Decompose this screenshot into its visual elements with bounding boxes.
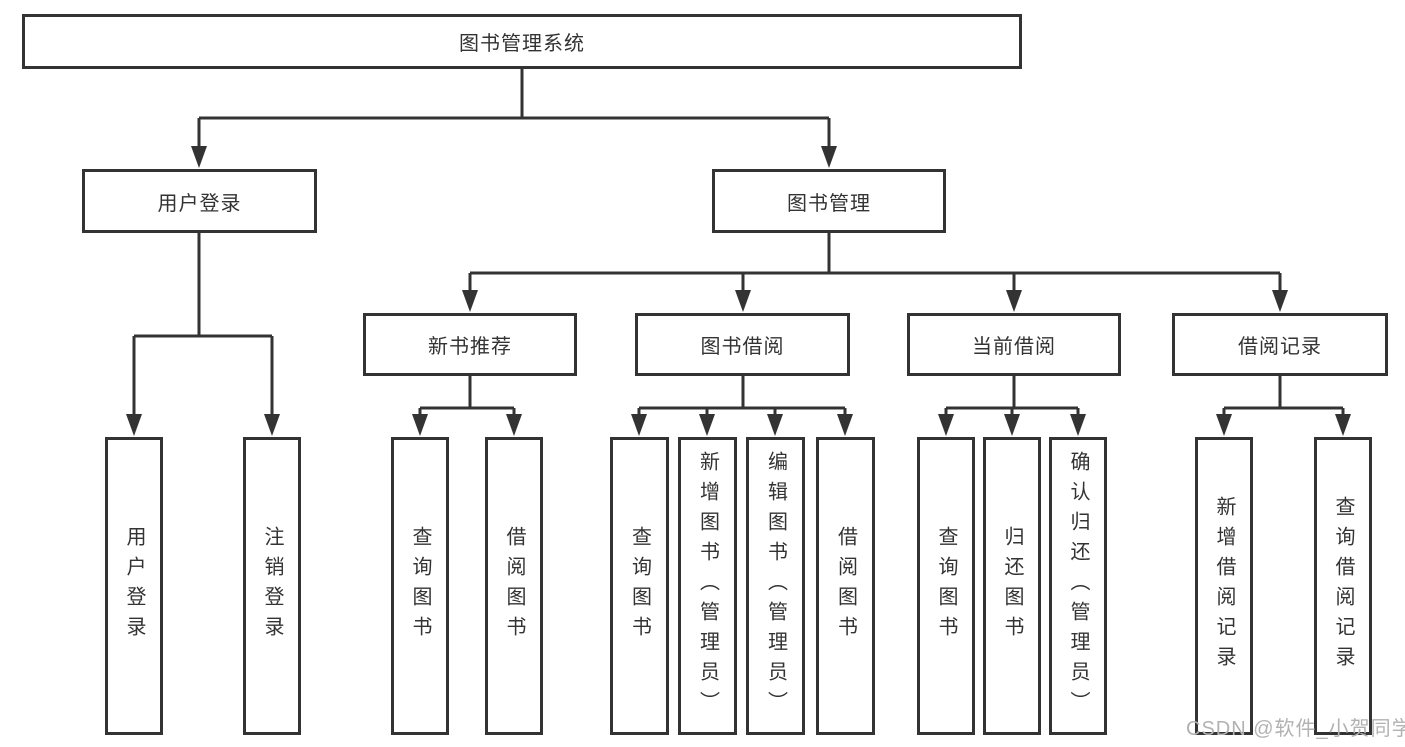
node-user-login: 用户登录 [82, 169, 317, 233]
node-book-management-label: 图书管理 [787, 192, 871, 215]
node-leaf-add-books-admin: 新增图书（管理员） [678, 437, 737, 735]
node-library-management-system-label: 图书管理系统 [459, 33, 585, 55]
node-leaf-query-books-borrowing-label: 查询图书 [628, 526, 651, 646]
node-leaf-logout: 注销登录 [243, 437, 301, 735]
node-leaf-query-borrow-record: 查询借阅记录 [1314, 437, 1372, 735]
node-current-borrowing: 当前借阅 [907, 313, 1121, 376]
arrowhead [837, 414, 853, 436]
node-leaf-add-books-admin-label: 新增图书（管理员） [696, 451, 719, 721]
arrowhead [699, 414, 715, 436]
arrowhead [938, 414, 954, 436]
node-leaf-query-books-current: 查询图书 [917, 437, 975, 735]
arrowhead [264, 414, 280, 436]
node-leaf-return-books-label: 归还图书 [1001, 526, 1023, 646]
arrowhead [821, 146, 837, 168]
node-borrowing-records: 借阅记录 [1172, 313, 1388, 376]
node-book-borrowing-label: 图书借阅 [700, 336, 785, 358]
connector-user-login-children [126, 233, 280, 436]
arrowhead [1004, 414, 1020, 436]
node-leaf-query-books-recommend-label: 查询图书 [409, 526, 431, 646]
node-leaf-query-books-recommend: 查询图书 [391, 437, 449, 735]
csdn-watermark: CSDN @软件_小贺同学 [1186, 718, 1405, 740]
node-leaf-borrow-books-recommend: 借阅图书 [485, 437, 543, 735]
arrowhead [126, 414, 142, 436]
arrowhead [1070, 414, 1086, 436]
connector-book-borrowing-children [631, 376, 853, 436]
node-leaf-logout-label: 注销登录 [261, 526, 283, 646]
node-leaf-query-borrow-record-label: 查询借阅记录 [1332, 496, 1354, 676]
node-leaf-confirm-return-admin-label: 确认归还（管理员） [1067, 451, 1089, 721]
arrowhead [462, 290, 478, 312]
node-leaf-query-books-current-label: 查询图书 [935, 526, 957, 646]
node-leaf-borrow-books: 借阅图书 [816, 437, 875, 735]
arrowhead [767, 414, 783, 436]
node-new-book-recommendation-label: 新书推荐 [428, 336, 512, 358]
node-leaf-query-books-borrowing: 查询图书 [610, 437, 669, 735]
node-user-login-label: 用户登录 [157, 192, 242, 215]
node-book-management: 图书管理 [712, 169, 946, 233]
connector-root-to-level2 [191, 69, 837, 168]
node-leaf-add-borrow-record-label: 新增借阅记录 [1213, 496, 1235, 676]
arrowhead [1216, 414, 1232, 436]
node-leaf-edit-books-admin-label: 编辑图书（管理员） [764, 451, 787, 721]
arrowhead [631, 414, 647, 436]
arrowhead [1006, 290, 1022, 312]
arrowhead [506, 414, 522, 436]
node-current-borrowing-label: 当前借阅 [972, 336, 1056, 358]
node-leaf-borrow-books-recommend-label: 借阅图书 [503, 526, 525, 646]
connector-borrowing-records-children [1216, 376, 1351, 436]
arrowhead [412, 414, 428, 436]
node-leaf-confirm-return-admin: 确认归还（管理员） [1049, 437, 1107, 735]
arrowhead [735, 290, 751, 312]
arrowhead [1335, 414, 1351, 436]
node-leaf-borrow-books-label: 借阅图书 [834, 526, 857, 646]
node-leaf-add-borrow-record: 新增借阅记录 [1195, 437, 1253, 735]
arrowhead [1272, 290, 1288, 312]
connector-new-book-recommendation-children [412, 376, 522, 436]
node-library-management-system: 图书管理系统 [22, 14, 1022, 69]
node-leaf-return-books: 归还图书 [983, 437, 1041, 735]
connector-book-management-to-level3 [462, 233, 1288, 312]
node-borrowing-records-label: 借阅记录 [1238, 336, 1322, 358]
arrowhead [191, 146, 207, 168]
node-leaf-user-login: 用户登录 [105, 437, 163, 735]
node-leaf-user-login-label: 用户登录 [123, 526, 145, 646]
node-new-book-recommendation: 新书推荐 [363, 313, 577, 376]
connector-current-borrowing-children [938, 376, 1086, 436]
node-leaf-edit-books-admin: 编辑图书（管理员） [746, 437, 805, 735]
node-book-borrowing: 图书借阅 [635, 313, 850, 376]
